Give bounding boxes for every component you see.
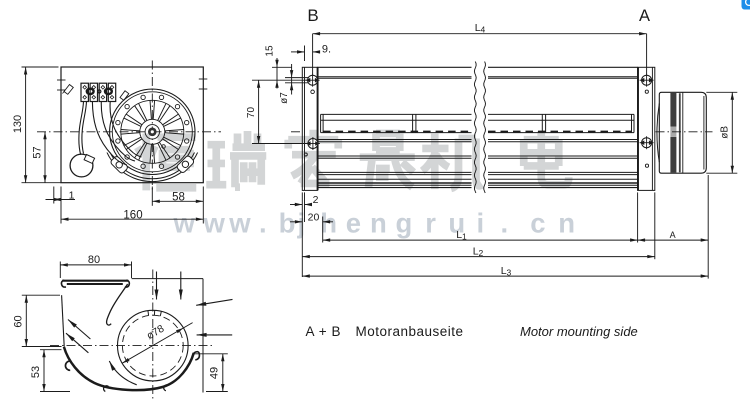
svg-text:20: 20 (308, 211, 320, 223)
svg-text:.: . (259, 208, 267, 239)
svg-text:130: 130 (12, 115, 24, 133)
svg-text:u: u (448, 208, 465, 239)
svg-text:j: j (297, 208, 306, 239)
svg-text:n: n (558, 208, 575, 239)
svg-text:w: w (203, 208, 226, 239)
svg-text:g: g (396, 208, 413, 239)
svg-text:A: A (670, 230, 676, 240)
svg-text:r: r (425, 208, 436, 239)
svg-text:57: 57 (31, 146, 43, 158)
svg-text:A: A (639, 7, 650, 25)
svg-text:58: 58 (172, 192, 185, 204)
svg-text:1: 1 (69, 190, 75, 202)
svg-text:w: w (228, 208, 251, 239)
svg-text:15: 15 (265, 45, 276, 57)
svg-text:160: 160 (123, 210, 142, 222)
svg-text:.: . (501, 208, 509, 239)
svg-text:2: 2 (313, 194, 319, 206)
svg-text:49: 49 (208, 367, 220, 379)
svg-text:53: 53 (30, 366, 42, 378)
svg-text:e: e (346, 208, 361, 239)
svg-text:Motoranbauseite: Motoranbauseite (356, 324, 464, 339)
svg-text:A + B: A + B (306, 324, 342, 339)
svg-text:80: 80 (88, 254, 100, 266)
svg-text:L2: L2 (473, 246, 484, 258)
svg-text:L3: L3 (501, 265, 512, 277)
svg-text:70: 70 (246, 107, 257, 119)
svg-text:c: c (530, 208, 545, 239)
svg-text:n: n (370, 208, 387, 239)
svg-text:60: 60 (13, 315, 25, 327)
svg-text:ø7: ø7 (279, 92, 290, 104)
svg-text:w: w (173, 208, 196, 239)
svg-text:B: B (307, 6, 318, 25)
svg-text:L4: L4 (475, 22, 486, 34)
svg-text:i: i (477, 208, 485, 239)
svg-text:Motor mounting side: Motor mounting side (520, 324, 638, 339)
svg-text:L1: L1 (456, 229, 467, 241)
svg-text:øB: øB (719, 126, 730, 139)
svg-text:b: b (279, 208, 296, 239)
svg-text:9.: 9. (322, 43, 331, 55)
